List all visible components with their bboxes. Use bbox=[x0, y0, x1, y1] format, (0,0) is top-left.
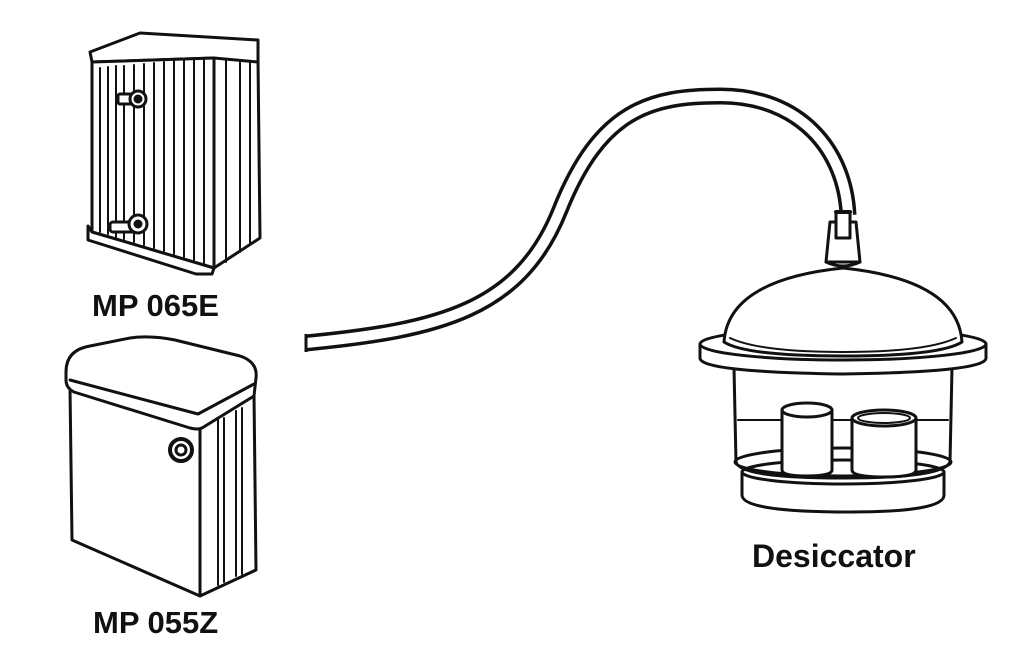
desiccator-icon bbox=[698, 210, 988, 514]
vacuum-hose-icon bbox=[304, 87, 857, 352]
pump-top-icon bbox=[86, 31, 262, 276]
pump-bottom-label: MP 055Z bbox=[93, 605, 219, 640]
pump-top-label: MP 065E bbox=[92, 288, 219, 323]
pump-top-nozzles bbox=[108, 89, 149, 235]
desiccator-container-left bbox=[780, 401, 834, 478]
desiccator-label: Desiccator bbox=[752, 538, 916, 574]
desiccator-container-right bbox=[850, 408, 918, 479]
pump-bottom-icon bbox=[64, 335, 258, 598]
